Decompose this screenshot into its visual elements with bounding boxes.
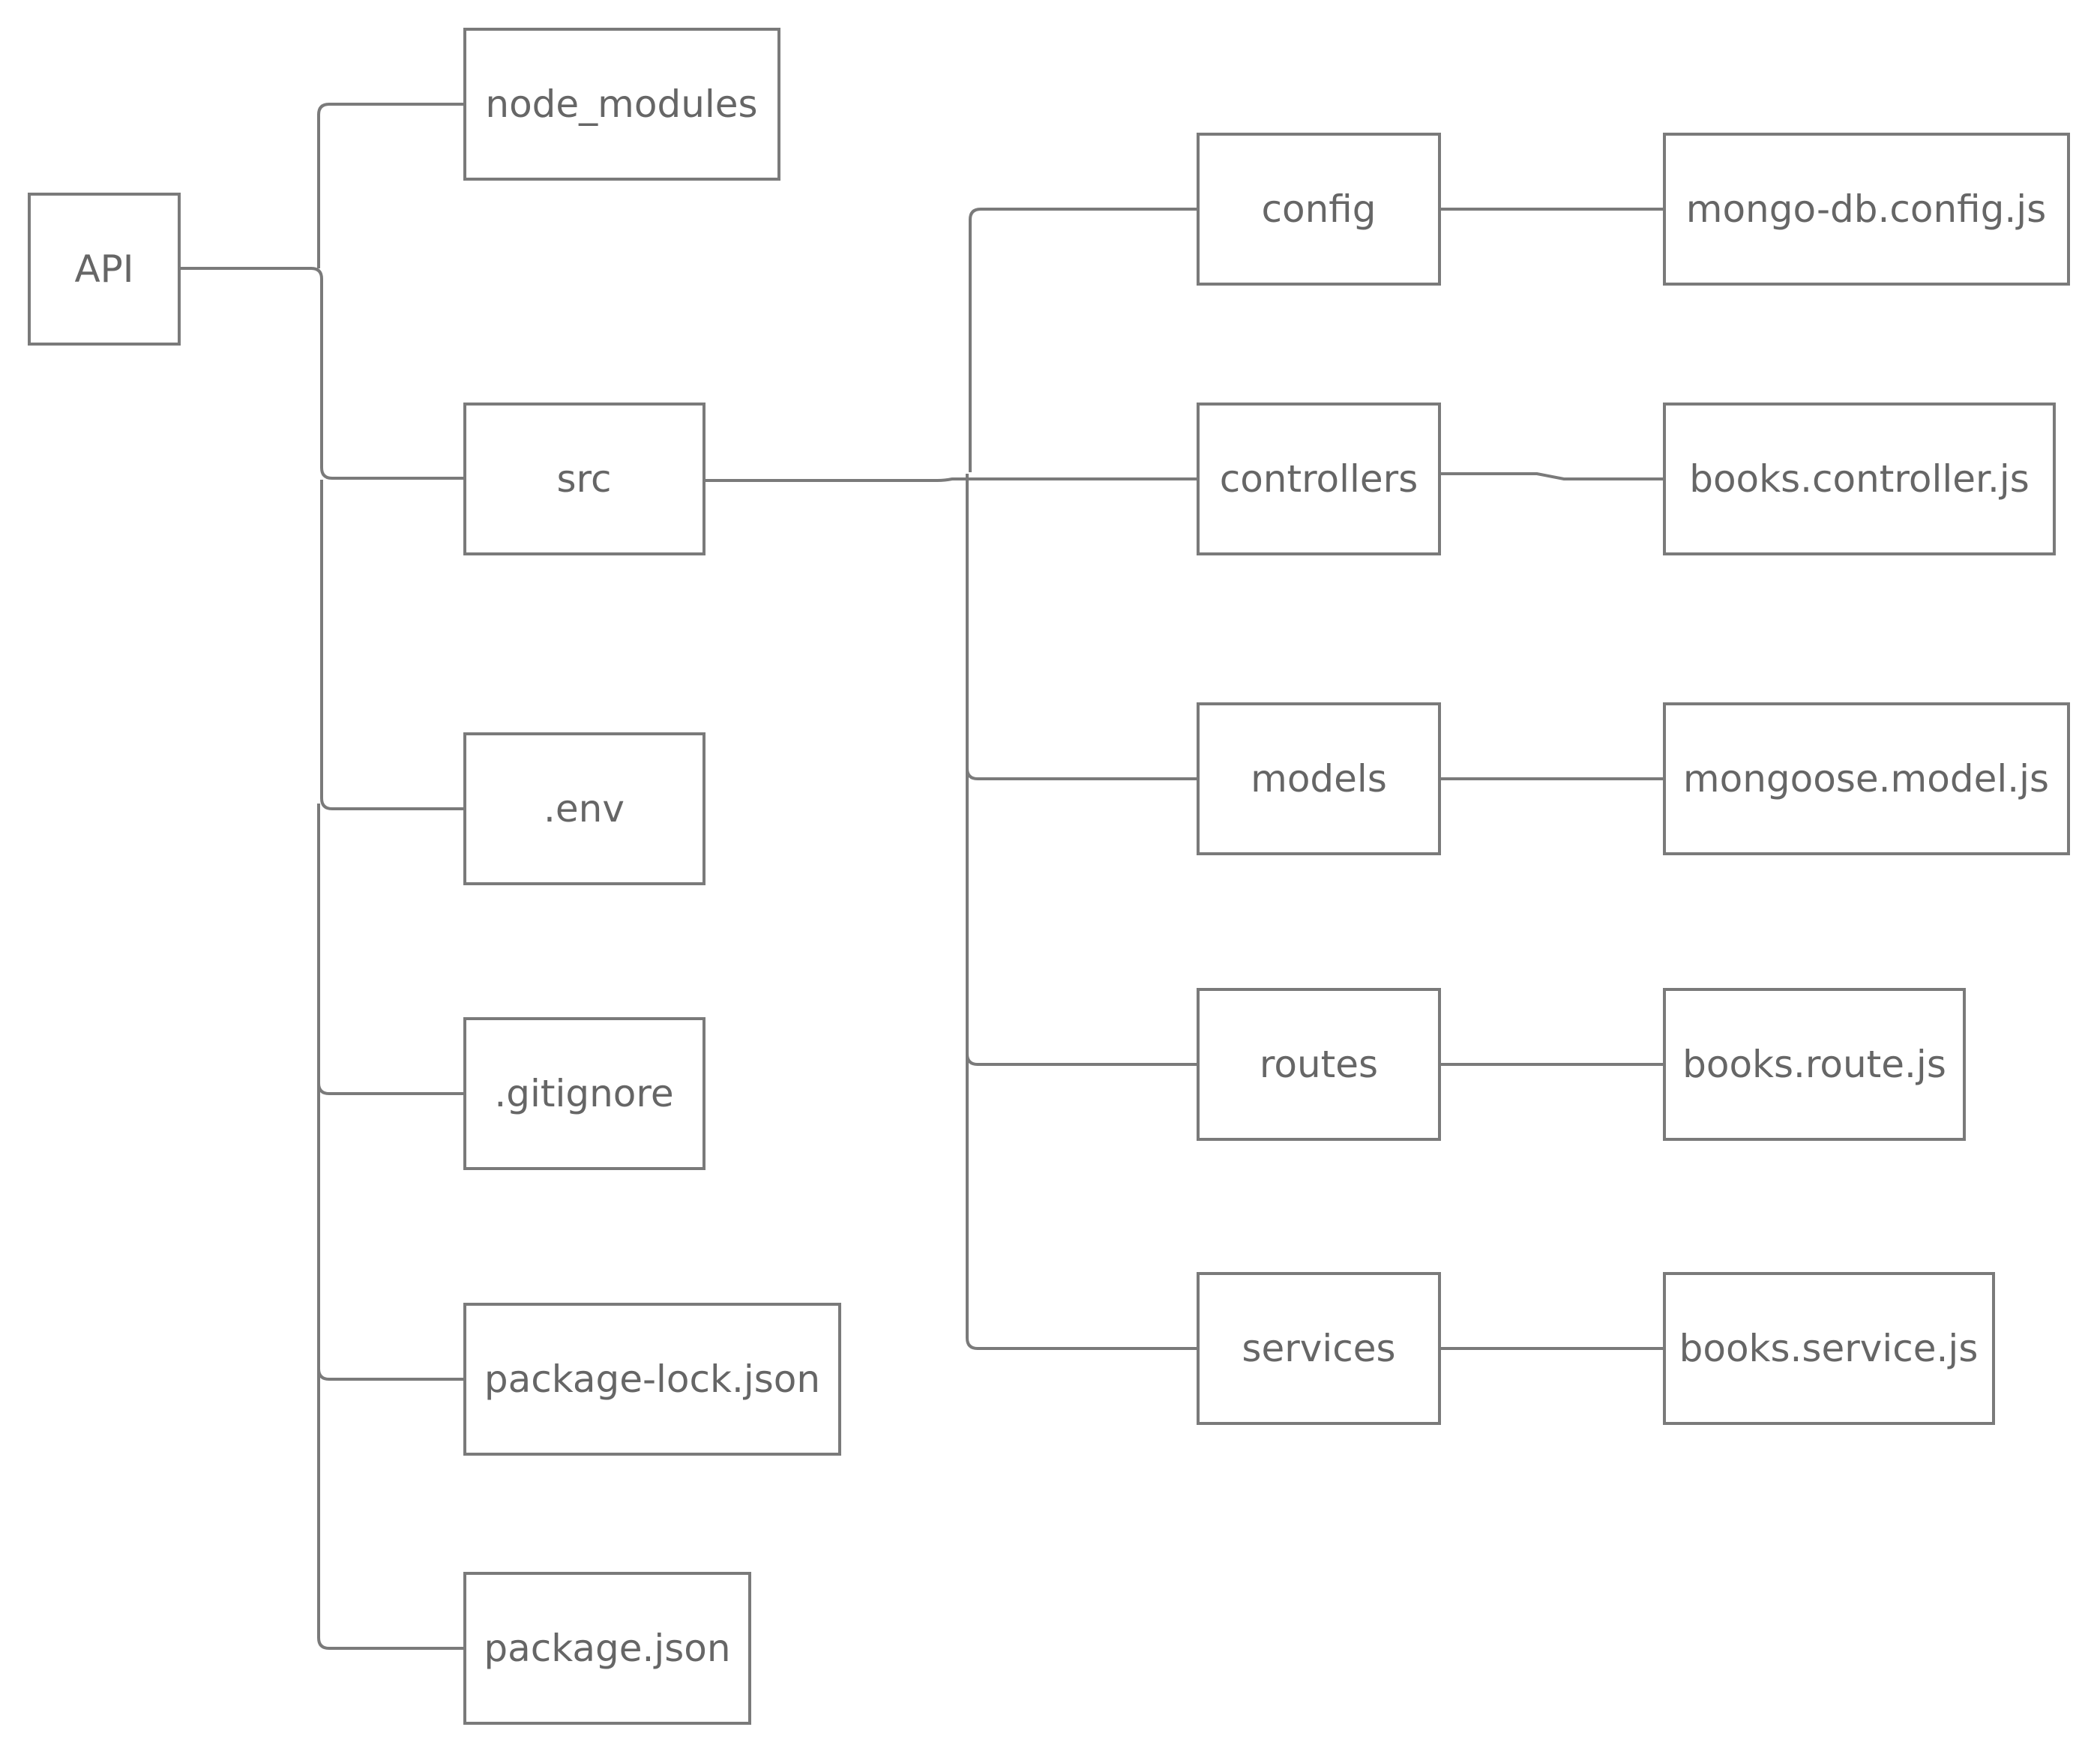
node-routes: routes	[1197, 988, 1441, 1141]
node-label: .gitignore	[494, 1072, 673, 1115]
node-label: mongo-db.config.js	[1686, 187, 2047, 231]
node-package-json: package.json	[463, 1572, 751, 1725]
node-books-service-js: books.service.js	[1663, 1272, 1995, 1425]
connector-api-trunk	[179, 267, 465, 480]
node-gitignore: .gitignore	[463, 1017, 705, 1170]
node-label: models	[1251, 757, 1387, 801]
node-services: services	[1197, 1272, 1441, 1425]
node-books-route-js: books.route.js	[1663, 988, 1966, 1141]
node-config: config	[1197, 133, 1441, 286]
node-package-lock-json: package-lock.json	[463, 1303, 841, 1456]
connectors	[179, 103, 1664, 1650]
node-label: node_modules	[485, 82, 757, 126]
connector-routes	[966, 1053, 1198, 1066]
node-label: package.json	[484, 1627, 730, 1670]
node-mongo-db-config-js: mongo-db.config.js	[1663, 133, 2070, 286]
node-label: mongoose.model.js	[1683, 757, 2049, 801]
node-label: services	[1242, 1327, 1395, 1370]
connector-config	[969, 208, 1198, 472]
connector-controllers-file	[1439, 472, 1664, 480]
connector-lower-trunk	[317, 804, 465, 1650]
node-mongoose-model-js: mongoose.model.js	[1663, 702, 2070, 855]
connector-src	[704, 477, 1198, 482]
node-label: .env	[544, 787, 625, 831]
node-label: routes	[1260, 1043, 1378, 1086]
connector-src-trunk	[966, 474, 1198, 1350]
node-src: src	[463, 403, 705, 555]
node-label: API	[74, 247, 133, 291]
connector-models	[966, 768, 1198, 780]
node-models: models	[1197, 702, 1441, 855]
node-label: books.route.js	[1682, 1043, 1946, 1086]
connector-gitignore	[317, 1082, 465, 1095]
node-controllers: controllers	[1197, 403, 1441, 555]
connector-node-modules	[317, 103, 465, 268]
node-label: books.service.js	[1679, 1327, 1979, 1370]
node-label: config	[1261, 187, 1376, 231]
node-books-controller-js: books.controller.js	[1663, 403, 2056, 555]
node-api: API	[28, 193, 181, 346]
node-label: src	[557, 457, 612, 501]
node-label: books.controller.js	[1689, 457, 2030, 501]
connector-env	[320, 480, 465, 810]
node-label: package-lock.json	[484, 1357, 820, 1401]
connector-package-lock	[317, 1368, 465, 1381]
node-node-modules: node_modules	[463, 28, 780, 181]
node-env: .env	[463, 732, 705, 885]
node-label: controllers	[1220, 457, 1418, 501]
